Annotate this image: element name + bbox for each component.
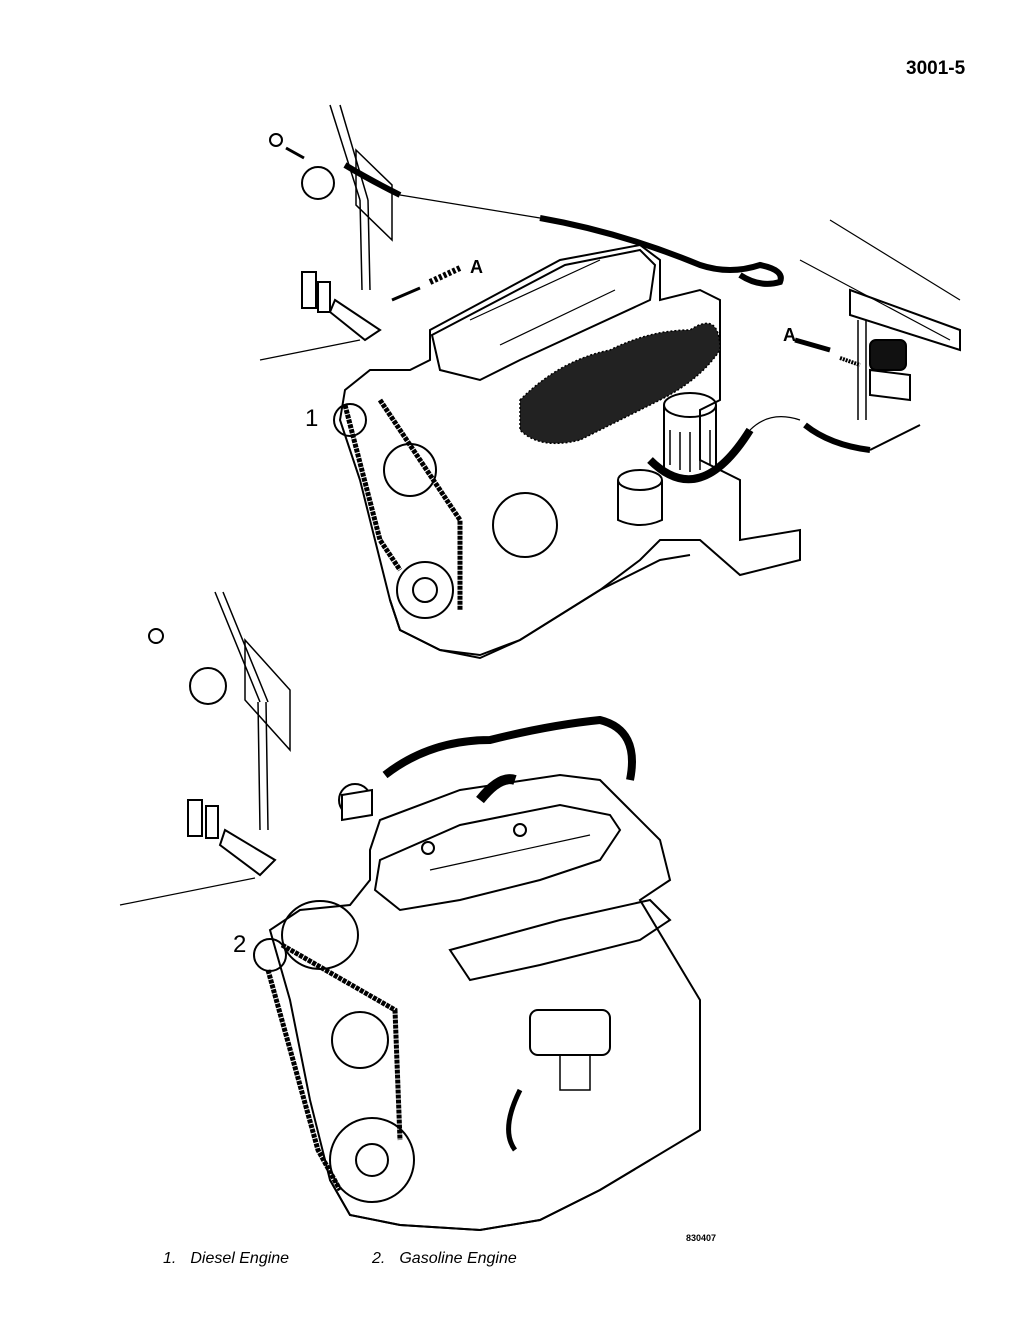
caption-number: 1. <box>163 1250 177 1267</box>
callout-a-solenoid: A <box>783 325 796 345</box>
figure-label-1: 1 <box>305 405 319 432</box>
gasoline-engine-drawing <box>119 591 701 1232</box>
caption-diesel: 1. Diesel Engine <box>163 1250 289 1268</box>
diesel-engine-drawing <box>259 104 961 660</box>
callout-a-diesel: A <box>470 257 483 277</box>
caption-text: Diesel Engine <box>190 1250 290 1267</box>
page-number: 3001-5 <box>906 58 966 79</box>
figure-reference-code: 830407 <box>686 1233 717 1243</box>
caption-gasoline: 2. Gasoline Engine <box>372 1250 517 1268</box>
caption-text: Gasoline Engine <box>399 1250 517 1267</box>
figure-label-2: 2 <box>233 931 247 958</box>
caption-number: 2. <box>372 1250 386 1267</box>
